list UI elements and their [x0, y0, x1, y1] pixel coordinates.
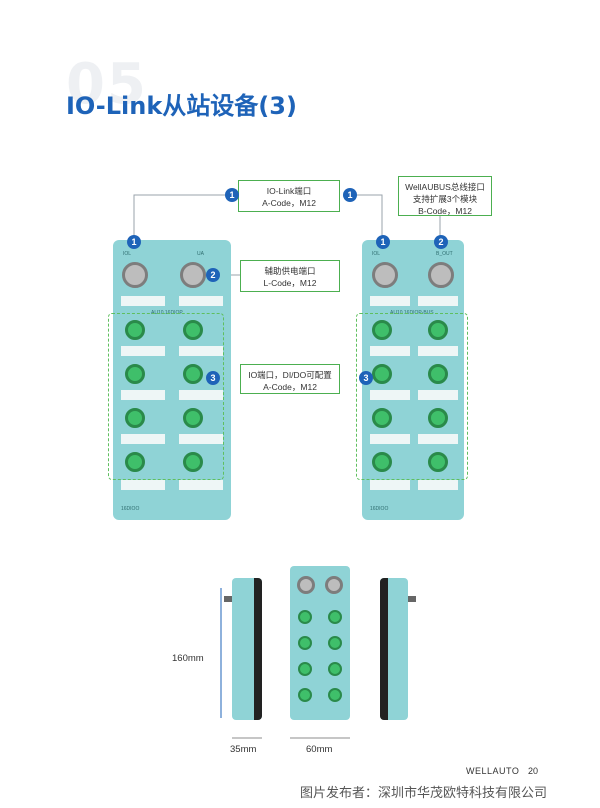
- device-right: IOL B_OUT AU10 16DIOP-BUS 16DIOO: [362, 240, 464, 520]
- footer-brand: WELLAUTO: [466, 766, 520, 776]
- callout-badge: 1: [127, 235, 141, 249]
- port-label-iol: IOL: [123, 251, 132, 257]
- callout-wellaubus-interface: WellAUBUS总线接口 支持扩展3个模块 B-Code，M12: [398, 176, 492, 216]
- callout-badge: 1: [376, 235, 390, 249]
- callout-badge: 1: [225, 188, 239, 202]
- callout-badge: 1: [343, 188, 357, 202]
- publisher-credit: 图片发布者：深圳市华茂欧特科技有限公司: [300, 785, 548, 800]
- iol-port: [122, 262, 148, 288]
- bout-port: [428, 262, 454, 288]
- iol-port: [372, 262, 398, 288]
- front-view: [290, 566, 350, 720]
- page-title: IO-Link从站设备(3): [66, 92, 297, 120]
- section-number-watermark: 05: [66, 52, 148, 117]
- dimension-height: 160mm: [172, 653, 204, 664]
- port-label-ua: UA: [197, 251, 204, 257]
- callout-iolink-port: IO-Link端口 A-Code，M12: [238, 180, 340, 212]
- callout-aux-power-port: 辅助供电端口 L-Code，M12: [240, 260, 340, 292]
- callout-badge: 2: [434, 235, 448, 249]
- device-footer-label: 16DIOO: [121, 506, 140, 512]
- port-label-bout: B_OUT: [436, 251, 453, 257]
- callout-badge: 3: [206, 371, 220, 385]
- side-view-left: [232, 578, 262, 720]
- callout-badge: 2: [206, 268, 220, 282]
- dimension-width: 60mm: [306, 744, 333, 755]
- connector-stub: [408, 596, 416, 602]
- callout-io-port: IO端口，DI/DO可配置 A-Code，M12: [240, 364, 340, 394]
- io-port-group-left: [108, 313, 224, 480]
- port-label-iol: IOL: [372, 251, 381, 257]
- ua-port: [180, 262, 206, 288]
- side-view-right: [380, 578, 408, 720]
- device-footer-label: 16DIOO: [370, 506, 389, 512]
- dimension-depth: 35mm: [230, 744, 257, 755]
- page-number: 20: [528, 766, 539, 776]
- io-port-group-right: [356, 313, 468, 480]
- callout-badge: 3: [359, 371, 373, 385]
- connector-stub: [224, 596, 232, 602]
